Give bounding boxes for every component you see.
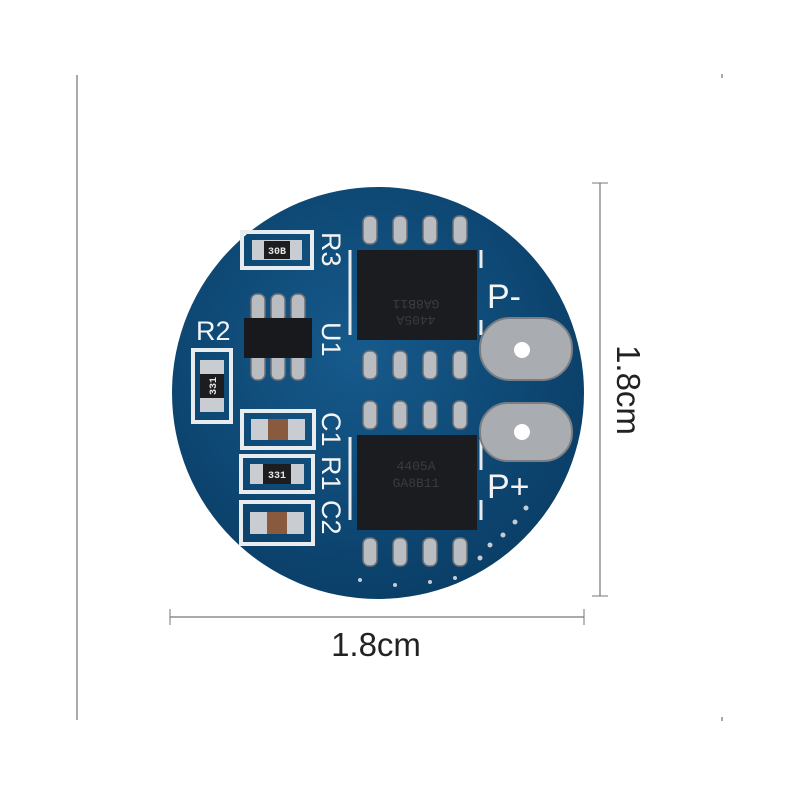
top-chip-marking-1: 4405A (396, 312, 435, 327)
silk-r3: R3 (316, 232, 346, 267)
silk-p-plus: P+ (487, 468, 530, 506)
r3-marking: 30B (268, 247, 286, 258)
pad-p-plus (479, 402, 573, 462)
r2-marking: 331 (209, 377, 220, 395)
vias (358, 505, 529, 587)
silk-r1: R1 (316, 456, 346, 491)
mosfet-bottom: 4405A GA8B11 (348, 400, 483, 567)
r1-marking: 331 (268, 471, 286, 482)
resistor-r1: 331 (239, 454, 315, 494)
silk-u1: U1 (316, 322, 346, 357)
bottom-chip-marking-1: 4405A (396, 459, 435, 474)
silk-c2: C2 (316, 500, 346, 535)
width-dimension: 1.8cm (169, 609, 585, 663)
height-dimension: 1.8cm (592, 182, 647, 597)
width-label: 1.8cm (331, 626, 421, 663)
pcb-board (172, 187, 584, 599)
pad-p-minus (479, 317, 573, 381)
silk-r2: R2 (196, 316, 231, 346)
capacitor-c2 (239, 500, 315, 546)
capacitor-c1 (240, 409, 316, 450)
top-chip-marking-2: GA8B11 (392, 296, 439, 311)
resistor-r3: 30B (240, 230, 314, 270)
mosfet-top: GA8B11 4405A (348, 215, 483, 380)
silk-c1: C1 (316, 412, 346, 447)
silk-p-minus: P- (487, 278, 521, 316)
ic-u1 (244, 293, 312, 381)
bottom-chip-marking-2: GA8B11 (393, 476, 440, 491)
height-label: 1.8cm (610, 345, 647, 435)
resistor-r2: 331 (191, 348, 233, 424)
